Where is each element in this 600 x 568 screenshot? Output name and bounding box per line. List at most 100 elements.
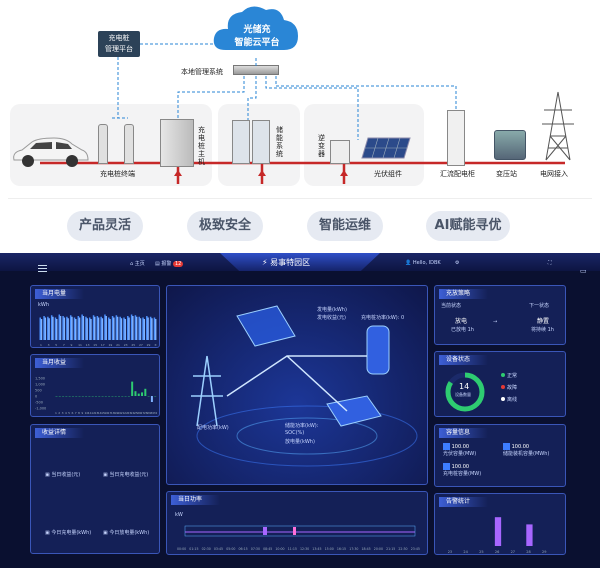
arrow-icon: → — [493, 319, 498, 325]
chart-bar — [52, 316, 54, 340]
charger-post-icon — [124, 124, 134, 164]
tick-label: 0 — [35, 395, 37, 399]
panel-title: 当月收益 — [35, 358, 85, 368]
tick-label: 21 — [121, 411, 125, 415]
nav-home[interactable]: ⌂ 主页 — [130, 261, 145, 267]
tick-label: 24 — [131, 411, 135, 415]
tick-label: 08:45 — [263, 547, 272, 551]
menu-icon[interactable] — [38, 265, 47, 272]
center-scene: 发电量(kWh) 发电收益(元) 充电桩功率(kW): 0 储能功率(kW): … — [166, 285, 428, 485]
tick-label: 3 — [48, 343, 50, 346]
busbar-cabinet-icon — [447, 110, 465, 166]
income-stats-panel: 收益详情 ▣ 当日收益(元) ▣ 当日充电收益(元) ▣ 今日充电量(kWh) … — [30, 424, 160, 554]
chart-bar — [141, 392, 144, 396]
tick-label: 25 — [479, 550, 483, 554]
inverter-icon — [330, 140, 350, 164]
chart-bar — [131, 381, 134, 396]
tick-label: 21:15 — [386, 547, 395, 551]
tick-label: 1 — [55, 411, 57, 415]
nav-alert[interactable]: ▤ 报警 12 — [155, 261, 184, 267]
cloud-icon — [213, 6, 298, 51]
chart-bar — [137, 393, 140, 396]
charger-post-icon — [98, 124, 108, 164]
tick-label: 17 — [101, 343, 105, 346]
chart-bar — [151, 318, 153, 340]
center-label: 储能功率(kW): — [285, 423, 319, 429]
tick-label: 5 — [68, 411, 70, 415]
chart-bar — [116, 316, 119, 340]
chart-bar — [146, 316, 148, 340]
next-duration: 将持续 1h — [531, 327, 554, 333]
scene-graphics — [191, 305, 418, 467]
chart-bar — [113, 317, 115, 340]
chart-bar — [100, 316, 102, 340]
storage-cabinet-icon — [252, 120, 270, 164]
policy-panel: 充放策略 当前状态 下一状态 放电 已放电 1h → 静置 将持续 1h — [434, 285, 566, 345]
title-banner — [220, 253, 380, 271]
stat-item: ▣ 今日充电量(kWh) — [45, 530, 92, 536]
chart-bar — [149, 316, 152, 340]
tick-label: 7 — [63, 343, 65, 346]
tick-label: 12:30 — [300, 547, 309, 551]
chart-bar — [139, 318, 142, 340]
energy-dashboard: ⌂ 主页 ▤ 报警 12 ⚡ 易事特园区 👤 Hello, IDBK ⚙ ⛶ ▭… — [0, 253, 600, 568]
settings-icon[interactable]: ⚙ — [455, 260, 460, 266]
chart-bar — [108, 317, 110, 340]
chart-bar — [123, 317, 125, 340]
fullscreen-icon[interactable]: ⛶ — [548, 260, 552, 266]
center-label: 发电量(kWh) — [317, 307, 347, 313]
chart-bar — [293, 527, 296, 535]
tick-label: -1,000 — [35, 407, 46, 411]
chart-bar — [55, 319, 58, 340]
chart-bar — [47, 316, 49, 340]
chart-bar — [526, 524, 533, 546]
tick-label: 19 — [114, 411, 118, 415]
legend-normal: 正常 — [501, 372, 517, 379]
tick-label: 30 — [150, 411, 154, 415]
chart-bar — [135, 316, 138, 340]
tick-label: 6 — [71, 411, 73, 415]
chart-bar — [101, 318, 104, 340]
tick-label: 9 — [70, 343, 72, 346]
user-greeting[interactable]: 👤 Hello, IDBK — [405, 260, 441, 266]
chart-bar — [96, 316, 99, 340]
divider — [8, 198, 592, 199]
tick-label: 01:15 — [189, 547, 198, 551]
cloud-title: 光储充智能云平台 — [234, 25, 280, 48]
chart-bar — [150, 396, 153, 402]
tick-label: 18 — [111, 411, 115, 415]
screen-icon[interactable]: ▭ — [580, 267, 587, 275]
tick-label: 23 — [127, 411, 131, 415]
feature-pill: 产品灵活 — [67, 211, 143, 241]
chart-bar — [154, 319, 157, 340]
tick-label: 25 — [131, 343, 135, 346]
stat-item: ▣ 当日收益(元) — [45, 472, 81, 478]
solar-panel-icon — [361, 137, 411, 159]
chart-bar — [263, 527, 267, 535]
tick-label: 8 — [78, 411, 80, 415]
policy-label: 当前状态 — [441, 303, 462, 309]
tick-label: 11:15 — [288, 547, 297, 551]
unit-label: kW — [175, 512, 183, 518]
tick-label: 7 — [75, 411, 77, 415]
center-label: SOC(%) — [285, 430, 305, 436]
storage-system-label: 储能系统 — [276, 126, 283, 158]
chart-bar — [71, 316, 73, 340]
chart-bar — [82, 316, 85, 340]
center-label: 充电桩功率(kW): 0 — [361, 315, 405, 321]
chart-bar — [142, 317, 144, 340]
chart-bar — [67, 318, 69, 340]
next-status: 静置 — [537, 318, 550, 325]
chart-bar — [104, 314, 106, 340]
chart-bar — [44, 317, 47, 340]
tick-label: 1,500 — [35, 377, 45, 381]
chart-bar — [62, 316, 64, 340]
chart-bar — [77, 316, 80, 340]
chart-bar — [73, 317, 76, 340]
tick-label: 14 — [98, 411, 102, 415]
chart-bar — [119, 316, 121, 340]
